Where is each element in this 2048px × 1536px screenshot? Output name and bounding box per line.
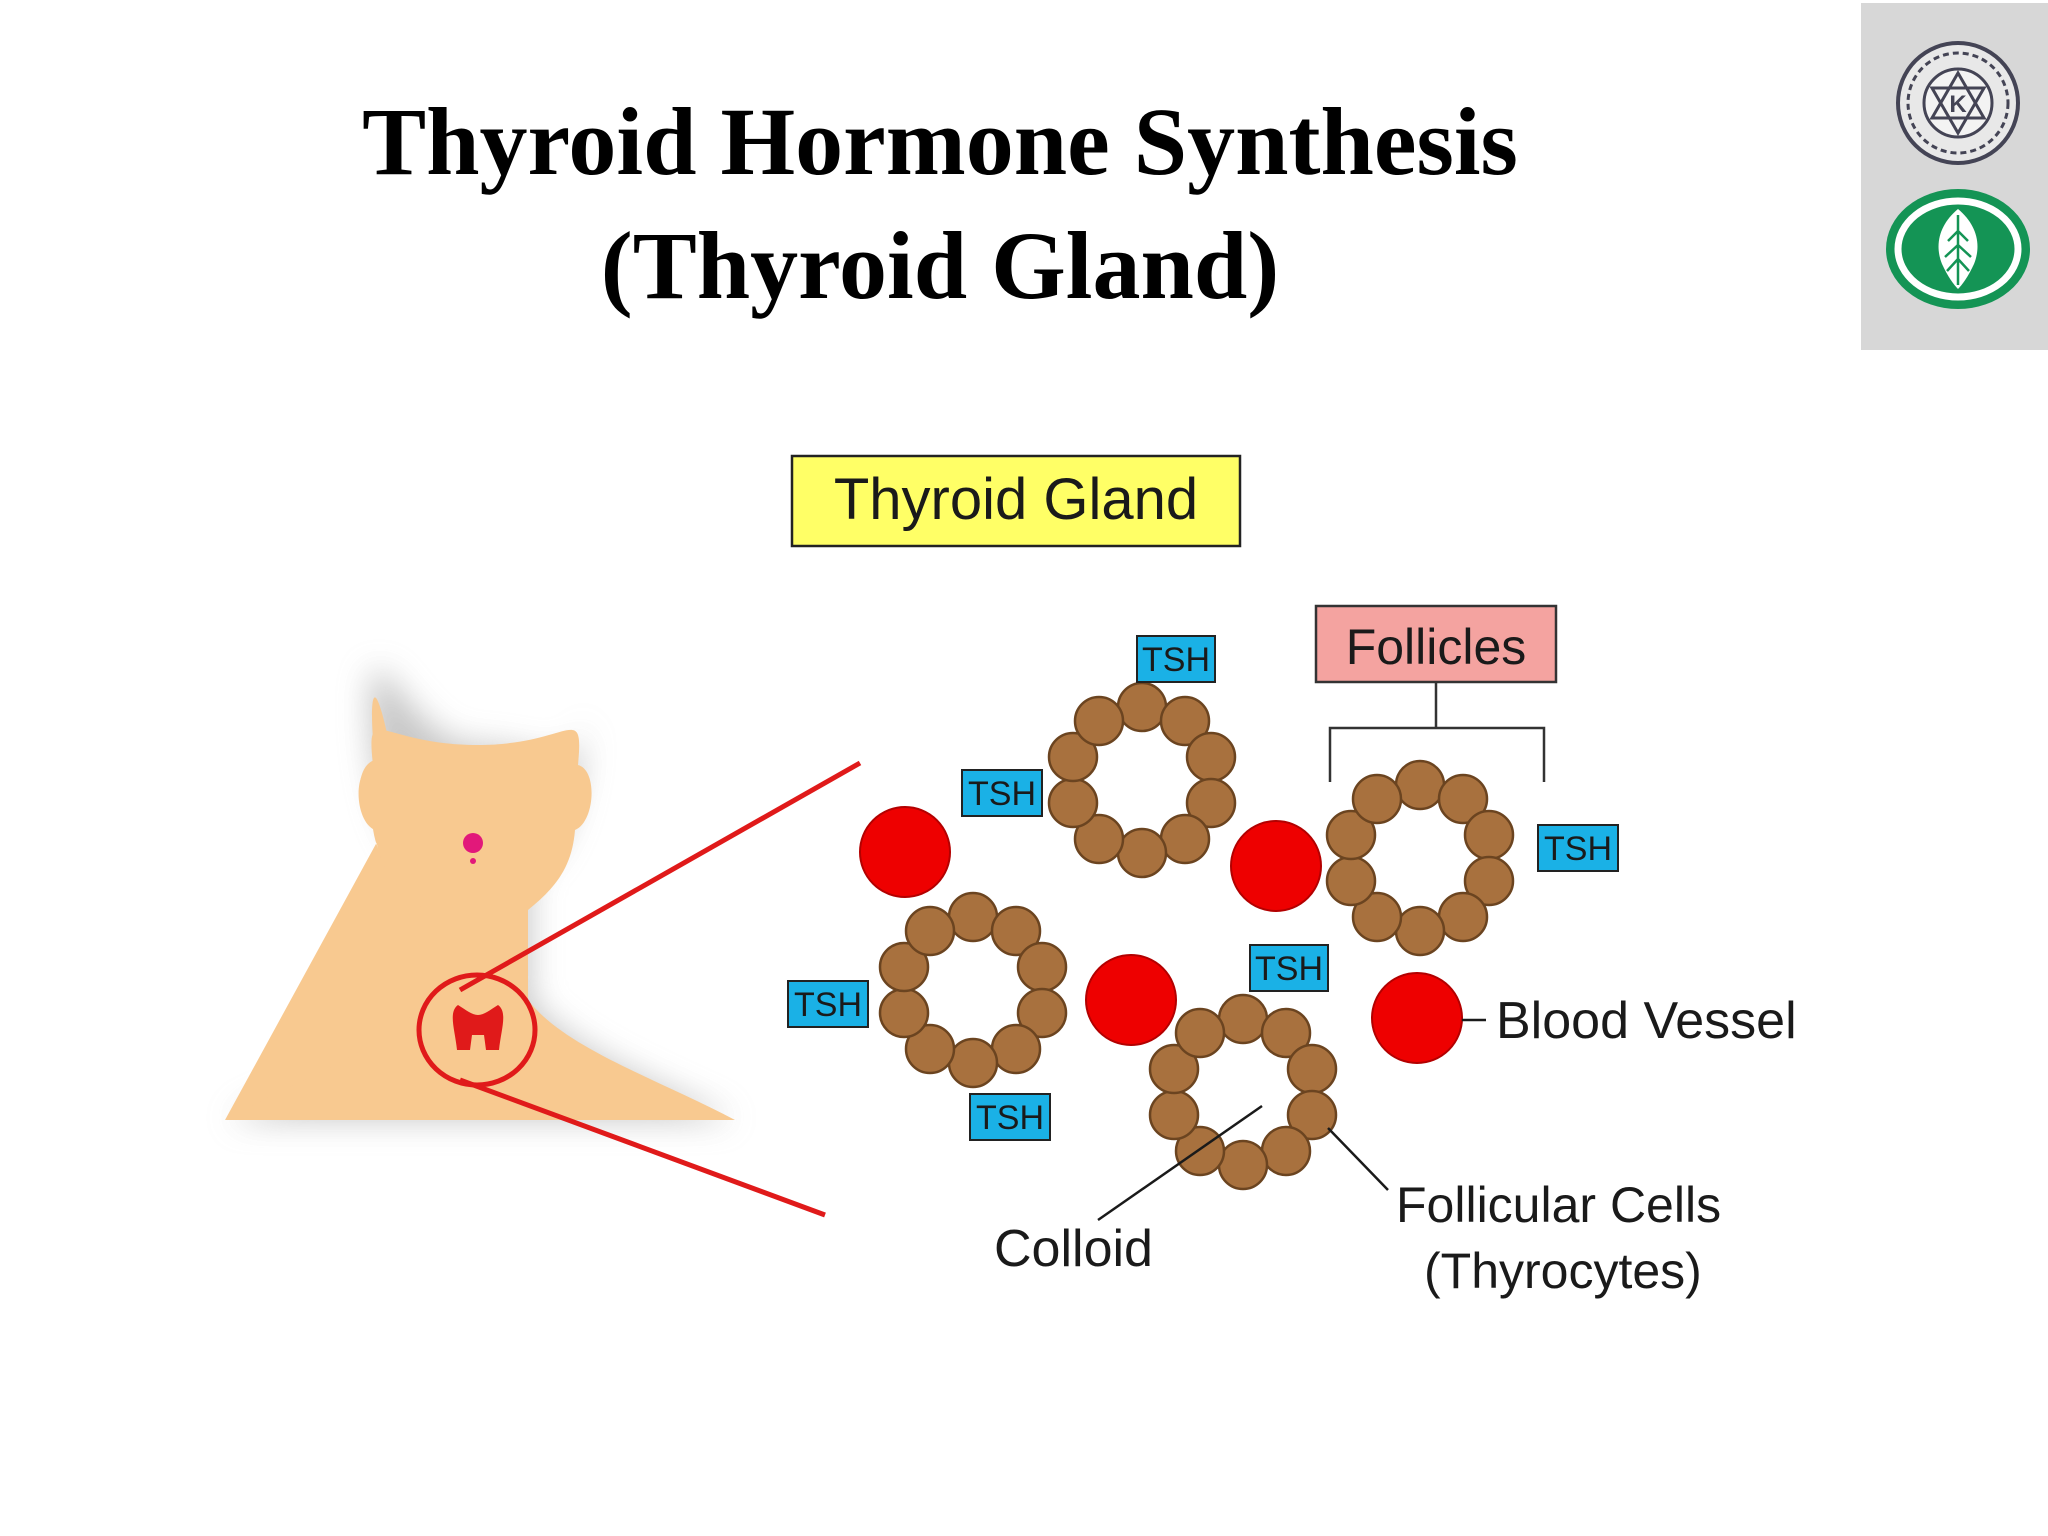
tsh-box: TSH: [969, 1093, 1051, 1141]
follicular-cells-label: Follicular Cells: [1396, 1177, 1721, 1233]
thyroid-gland-label-text: Thyroid Gland: [834, 467, 1198, 532]
follicle: [1047, 681, 1237, 879]
slide-title-line1: Thyroid Hormone Synthesis: [362, 88, 1518, 195]
zoom-lines: [458, 760, 862, 1218]
thyroid-on-neck: [416, 972, 538, 1088]
tsh-box: TSH: [1136, 635, 1216, 683]
tsh-text: TSH: [1255, 950, 1323, 988]
tsh-labels: TSH TSH TSH TSH TSH TSH: [787, 635, 1619, 1141]
thyroid-gland-label: Thyroid Gland: [790, 454, 1242, 548]
logo-panel: K: [1861, 3, 2048, 350]
tsh-box: TSH: [787, 980, 869, 1028]
head-neck-illustration: [225, 669, 735, 1120]
tsh-text: TSH: [968, 775, 1036, 813]
blood-vessel: [1085, 954, 1177, 1046]
follicle: [1148, 993, 1338, 1191]
follicles: [878, 681, 1515, 1191]
follicles-label-text: Follicles: [1346, 619, 1527, 675]
leader-lines: [1097, 1018, 1486, 1222]
blood-vessel: [859, 806, 951, 898]
blood-vessel-label: Blood Vessel: [1496, 992, 1797, 1050]
blood-vessel: [1371, 972, 1463, 1064]
slide-title-line2: (Thyroid Gland): [600, 212, 1280, 319]
tsh-text: TSH: [1142, 641, 1210, 679]
thyrocytes-label: (Thyrocytes): [1424, 1243, 1702, 1299]
tsh-text: TSH: [976, 1099, 1044, 1137]
tsh-box: TSH: [961, 769, 1043, 817]
follicle: [878, 891, 1068, 1089]
follicles-label: Follicles: [1314, 604, 1558, 782]
blood-vessel: [1230, 820, 1322, 912]
logos: K: [1886, 41, 2030, 309]
tsh-box: TSH: [1249, 944, 1329, 992]
follicle: [1325, 759, 1515, 957]
svg-text:K: K: [1949, 91, 1967, 118]
university-seal-logo: K: [1896, 41, 2020, 165]
tsh-box: TSH: [1537, 824, 1619, 872]
tsh-text: TSH: [794, 986, 862, 1024]
blood-vessels: [859, 806, 1463, 1064]
colloid-label: Colloid: [994, 1220, 1153, 1278]
tsh-text: TSH: [1544, 830, 1612, 868]
green-leaf-logo: [1886, 189, 2030, 309]
slide-title: Thyroid Hormone Synthesis (Thyroid Gland…: [0, 80, 1880, 328]
